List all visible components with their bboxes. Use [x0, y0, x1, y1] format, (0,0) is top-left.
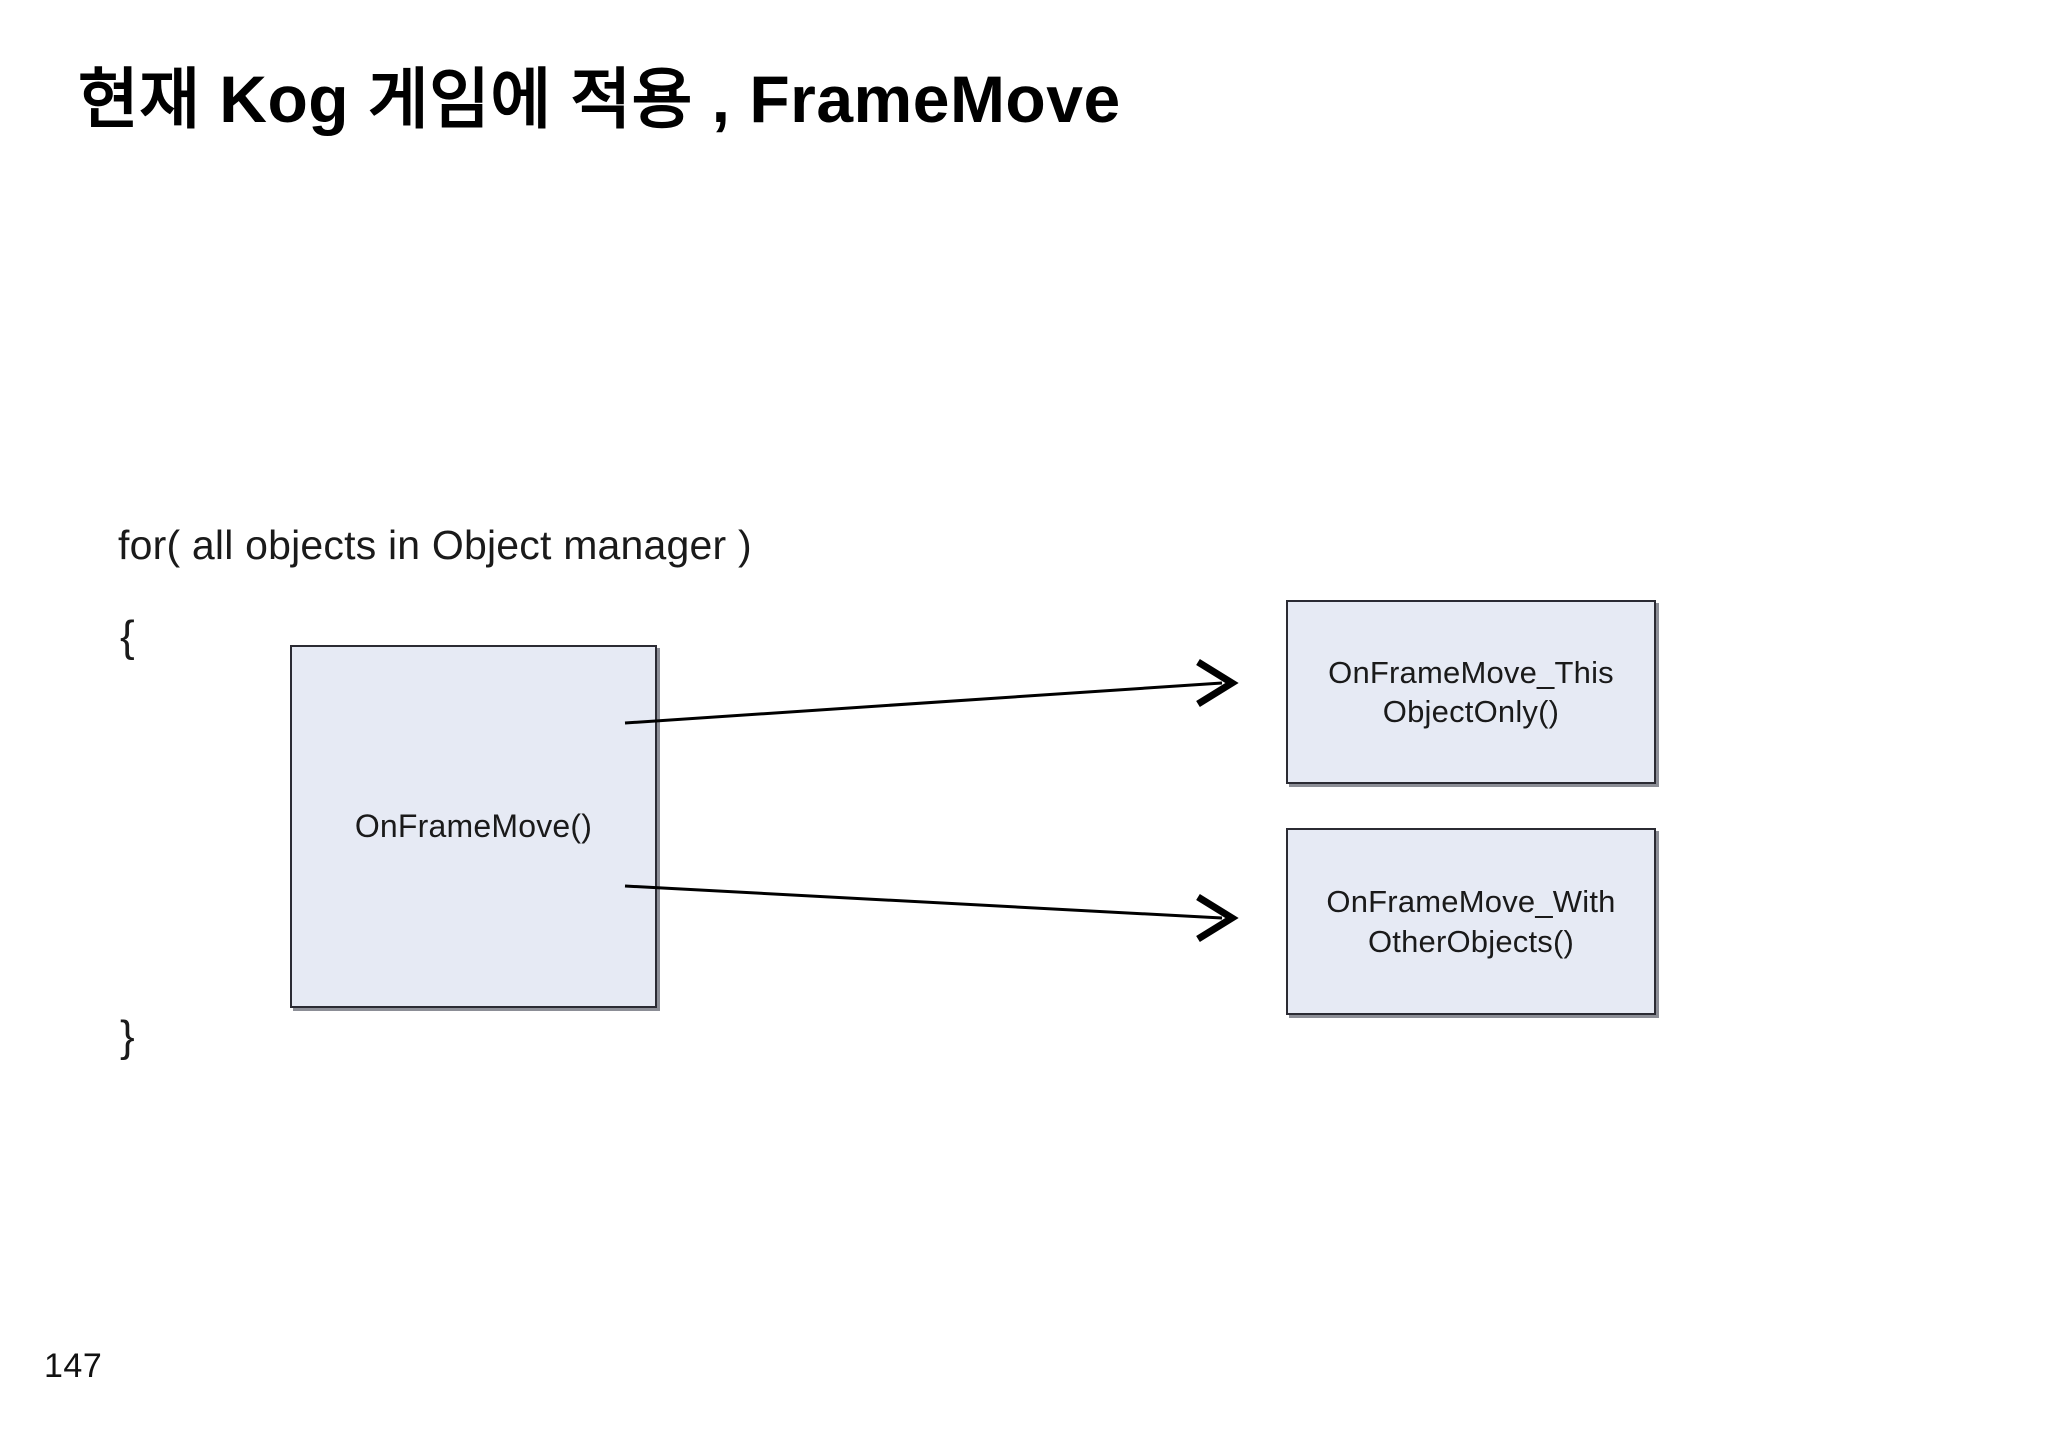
- flow-box-label: OnFrameMove(): [354, 808, 593, 845]
- flow-box-onframemove-withotherobjects[interactable]: OnFrameMove_With OtherObjects(): [1286, 828, 1656, 1015]
- code-line-for: for( all objects in Object manager ): [118, 522, 752, 568]
- page-number: 147: [44, 1347, 103, 1385]
- flow-box-onframemove[interactable]: OnFrameMove(): [290, 645, 657, 1008]
- arrow-line: [624, 884, 1223, 920]
- code-close-brace: }: [120, 1012, 135, 1061]
- flow-box-onframemove-thisobjectonly[interactable]: OnFrameMove_This ObjectOnly(): [1286, 600, 1656, 784]
- arrow-head-icon: [1196, 894, 1239, 942]
- arrow-head-icon: [1196, 659, 1239, 707]
- arrow-main-to-this-object: [624, 659, 1239, 725]
- page-title: 현재 Kog 게임에 적용 , FrameMove: [78, 62, 1121, 136]
- arrow-main-to-other-objects: [624, 884, 1239, 942]
- flow-box-label: OnFrameMove_With OtherObjects(): [1326, 884, 1616, 959]
- flow-box-label: OnFrameMove_This ObjectOnly(): [1328, 654, 1614, 729]
- arrow-line: [624, 681, 1223, 725]
- code-open-brace: {: [120, 612, 135, 661]
